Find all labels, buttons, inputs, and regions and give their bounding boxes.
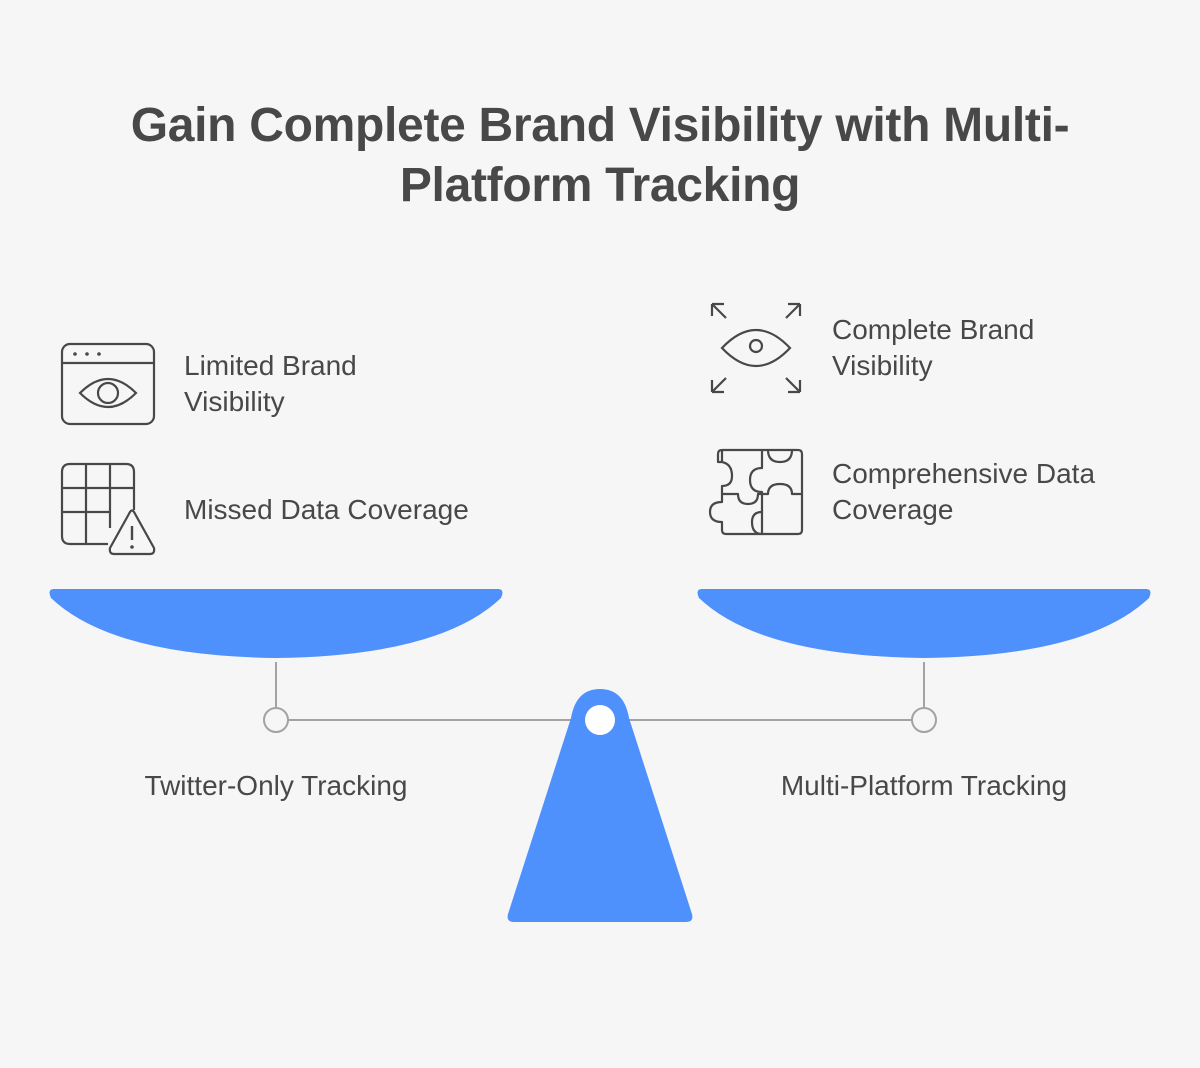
right-pivot: [911, 707, 937, 733]
browser-eye-icon: [60, 342, 156, 426]
left-scale-label: Twitter-Only Tracking: [144, 770, 408, 801]
fulcrum-hole: [585, 705, 615, 735]
page-title: Gain Complete Brand Visibility with Mult…: [100, 96, 1100, 216]
fulcrum: [507, 689, 693, 922]
right-scale-label: Multi-Platform Tracking: [780, 770, 1068, 801]
item-missed-data-coverage: Missed Data Coverage: [184, 494, 469, 525]
item-complete-brand-visibility: Complete Brand Visibility: [832, 314, 1035, 381]
right-pan: [697, 589, 1151, 658]
title-line-1: Gain Complete Brand Visibility with Mult…: [130, 99, 1070, 152]
item-comprehensive-data-coverage: Comprehensive Data Coverage: [832, 458, 1096, 525]
title-line-2: Platform Tracking: [399, 159, 801, 212]
eye-expand-icon: [710, 302, 802, 394]
left-pivot: [263, 707, 289, 733]
puzzle-icon: [708, 448, 804, 536]
item-limited-brand-visibility: Limited Brand Visibility: [184, 350, 357, 417]
grid-warning-icon: [60, 462, 156, 556]
left-pan: [49, 589, 503, 658]
